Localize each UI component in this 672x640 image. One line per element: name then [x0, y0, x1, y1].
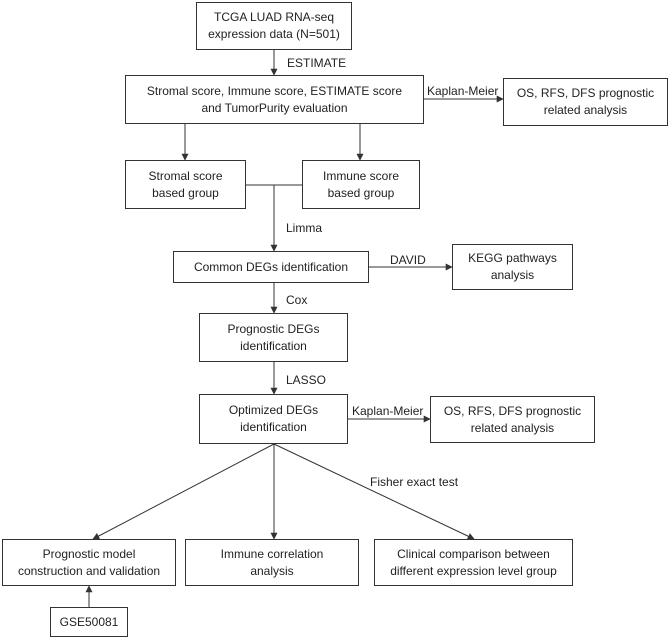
common-degs-box: Common DEGs identification: [173, 251, 369, 283]
immune-group-box: Immune score based group: [302, 160, 420, 209]
os-rfs-dfs-box-1: OS, RFS, DFS prognostic related analysis: [503, 78, 668, 126]
clinical-comparison-box: Clinical comparison between different ex…: [374, 539, 573, 586]
label-limma: Limma: [286, 221, 323, 235]
tcga-data-box: TCGA LUAD RNA-seq expression data (N=501…: [196, 2, 352, 50]
label-estimate: ESTIMATE: [287, 56, 347, 70]
kegg-box: KEGG pathways analysis: [452, 244, 573, 290]
prognostic-model-box: Prognostic model construction and valida…: [2, 539, 176, 586]
os-rfs-dfs-box-2: OS, RFS, DFS prognostic related analysis: [430, 396, 595, 443]
optimized-degs-box: Optimized DEGs identification: [199, 394, 348, 444]
stromal-group-box: Stromal score based group: [125, 160, 246, 209]
label-fisher-exact-test: Fisher exact test: [370, 475, 459, 489]
label-kaplan-meier-2: Kaplan-Meier: [352, 404, 424, 418]
label-kaplan-meier-1: Kaplan-Meier: [427, 84, 499, 98]
prognostic-degs-box: Prognostic DEGs identification: [199, 313, 348, 362]
label-david: DAVID: [390, 253, 426, 267]
arrow-optimized-to-model: [92, 443, 275, 540]
label-lasso: LASSO: [286, 373, 327, 387]
gse50081-box: GSE50081: [50, 607, 128, 637]
arrow-optimized-to-clinical: [273, 443, 475, 540]
immune-correlation-box: Immune correlation analysis: [185, 539, 359, 586]
label-cox: Cox: [286, 293, 308, 307]
scores-evaluation-box: Stromal score, Immune score, ESTIMATE sc…: [125, 75, 424, 124]
